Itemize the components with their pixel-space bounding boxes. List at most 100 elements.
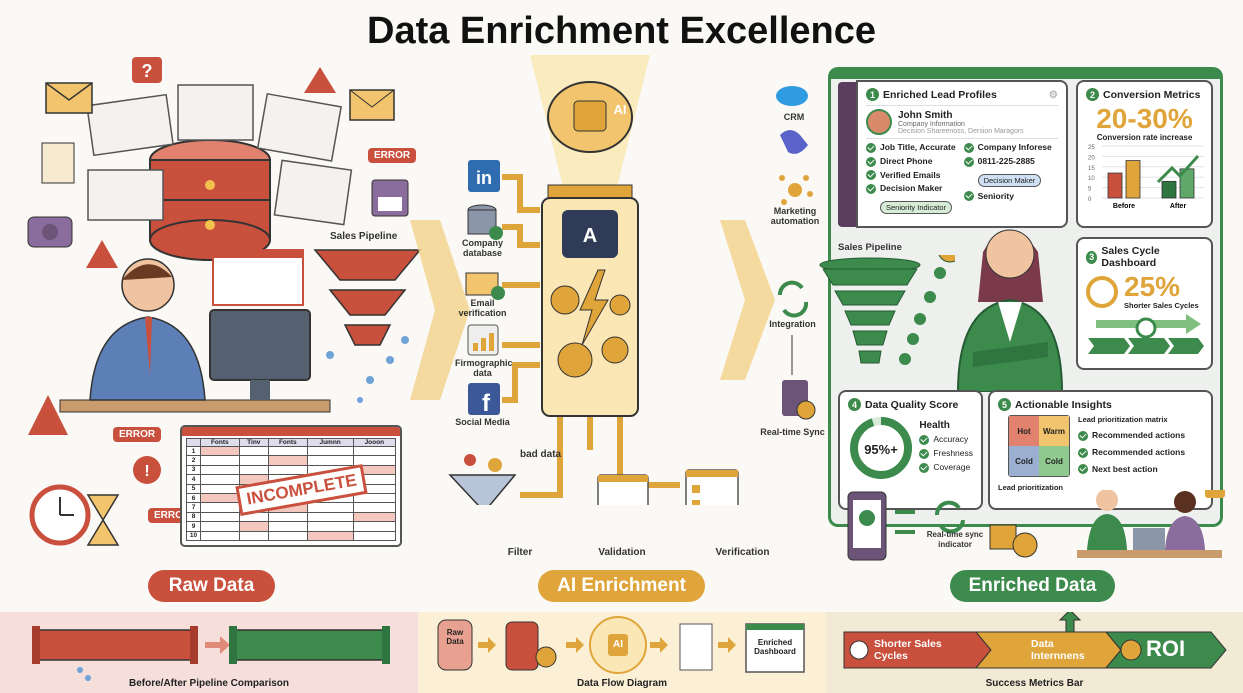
sheet-header: Fonts <box>200 438 240 447</box>
cycle-caption: Shorter Sales Cycles <box>1124 301 1199 310</box>
lead-field: Direct Phone <box>866 156 956 167</box>
gear-icon[interactable]: ⚙ <box>1048 88 1058 101</box>
page-title: Data Enrichment Excellence <box>367 10 876 52</box>
filter-funnel-icon <box>448 454 517 505</box>
sheet-row-number: 1 <box>186 445 201 457</box>
check-icon <box>963 142 974 153</box>
lead-field-label: Company Inforese <box>977 142 1052 152</box>
monitor-icon <box>209 309 311 400</box>
integration-app-icon <box>780 130 808 154</box>
chart-icon <box>467 324 499 356</box>
quality-value: 95%+ <box>864 442 898 457</box>
raw-data-illustration: ? ! <box>27 57 422 546</box>
lead-field: Job Title, Accurate <box>866 142 956 153</box>
integration-label: CRM <box>783 112 805 122</box>
svg-text:in: in <box>476 168 492 188</box>
stopwatch-icon <box>849 640 869 660</box>
dashboard-sidebar <box>838 82 858 227</box>
trend-arrow-icon <box>1156 154 1200 184</box>
sheet-row-number: 9 <box>186 521 201 532</box>
success-metrics-bar <box>843 609 1227 669</box>
card-number: 4 <box>848 398 861 411</box>
y-tick-label: 5 <box>1088 187 1092 193</box>
arrow-right-icon <box>720 220 775 380</box>
matrix-cell: Cold <box>1009 446 1039 476</box>
lead-field: 0811-225-2885 <box>963 155 1052 167</box>
sheet-row-number: 6 <box>186 492 201 504</box>
check-icon <box>866 156 876 167</box>
lead-field-label: Seniority <box>977 190 1014 201</box>
telephone-icon <box>27 216 73 248</box>
error-badge: ERROR <box>368 148 417 163</box>
avatar <box>866 109 892 135</box>
panel-caption: Data Flow Diagram <box>576 678 668 689</box>
y-tick-label: 15 <box>1088 166 1095 172</box>
check-icon <box>963 156 974 167</box>
seniority-tag: Seniority Indicator <box>880 201 953 214</box>
pipe-comparison-icon <box>32 626 390 681</box>
integration-label: Marketing automation <box>770 206 820 226</box>
lead-field: Seniority <box>963 190 1052 202</box>
broken-funnel-icon <box>313 249 422 346</box>
verification-doc-icon <box>685 469 739 505</box>
bar <box>1125 160 1141 199</box>
health-label: Health <box>919 420 950 432</box>
card-number: 2 <box>1086 88 1099 101</box>
team-meeting <box>1077 490 1225 558</box>
sheet-row-number: 10 <box>186 530 201 541</box>
check-icon <box>866 142 876 153</box>
dashboard-icon <box>745 623 805 673</box>
svg-text:A: A <box>583 225 597 247</box>
sheet-row-number: 7 <box>186 502 201 513</box>
enriched-data-pill: Enriched Data <box>950 570 1115 602</box>
stopwatch-icon <box>1086 275 1118 308</box>
warning-icon <box>28 67 336 435</box>
check-icon <box>866 170 876 181</box>
lead-field: Decision Maker <box>866 183 956 194</box>
card-title: Conversion Metrics <box>1103 88 1201 101</box>
realtime-sync-icon <box>782 380 816 420</box>
card-title: Sales Cycle Dashboard <box>1101 245 1160 269</box>
sync-arrows-icon <box>777 280 809 318</box>
insight-item-label: Recommended actions <box>1092 430 1186 440</box>
envelope-icon <box>349 89 395 121</box>
source-label: Email verification <box>458 298 507 318</box>
panel-caption: Before/After Pipeline Comparison <box>128 678 290 689</box>
y-tick-label: 10 <box>1088 176 1095 182</box>
matrix-cell: Hot <box>1009 416 1039 446</box>
lead-field-label: 0811-225-2885 <box>977 155 1035 166</box>
sheet-row-number: 4 <box>186 474 201 485</box>
source-label: Company database <box>461 238 503 258</box>
card-title: Actionable Insights <box>1015 398 1112 411</box>
source-label: Social Media <box>455 417 510 427</box>
lead-field-label: Decision Maker <box>880 183 943 194</box>
health-item: Accuracy <box>919 434 973 446</box>
error-window <box>212 249 304 306</box>
insight-item: Recommended actions <box>1078 447 1185 458</box>
dollar-coin-icon <box>1120 639 1142 661</box>
quality-gauge <box>850 417 912 479</box>
speed-arrows-icon <box>1088 314 1204 354</box>
health-item-label: Freshness <box>933 448 973 459</box>
step-verification: Verification <box>715 547 770 558</box>
ai-enrichment-pill: AI Enrichment <box>538 570 705 602</box>
health-item-label: Coverage <box>933 461 971 472</box>
matrix-axis-label: Lead prioritization <box>998 483 1064 492</box>
integrations-column <box>776 86 816 420</box>
businesswoman-illustration <box>956 229 1064 392</box>
green-funnel-icon <box>819 255 955 365</box>
insight-item-label: Next best action <box>1092 463 1158 474</box>
insight-item-label: Recommended actions <box>1092 446 1186 457</box>
decision-maker-tag: Decision Maker <box>977 173 1042 187</box>
cycle-value: 25% <box>1124 271 1181 302</box>
crm-cloud-icon <box>776 86 808 106</box>
floppy-icon <box>371 179 409 217</box>
clock-icon <box>29 484 91 546</box>
conversion-caption: Conversion rate increase <box>1096 133 1193 142</box>
svg-text:?: ? <box>142 61 153 81</box>
metric-roi: ROI <box>1146 636 1186 661</box>
